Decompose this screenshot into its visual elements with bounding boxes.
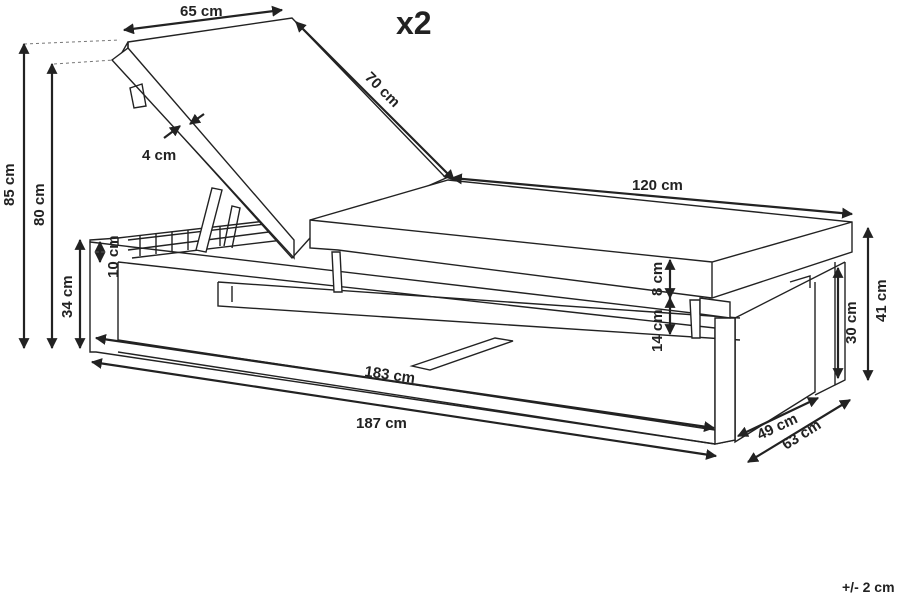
seat-cushion-right-clip — [789, 275, 811, 288]
frame-inner-side — [217, 281, 741, 341]
tolerance-note: +/- 2 cm — [842, 579, 895, 595]
label-seat-height: 30 cm — [843, 301, 860, 344]
backrest-support — [195, 187, 223, 253]
seat-cushion-edge — [309, 219, 853, 298]
label-inner-length: 183 cm — [363, 363, 416, 387]
seat-strap-left — [331, 251, 343, 293]
quantity-label: x2 — [396, 5, 432, 41]
label-seat-length: 120 cm — [632, 177, 683, 194]
label-slat-height: 10 cm — [105, 235, 122, 278]
label-backrest-width: 65 cm — [180, 3, 223, 20]
backrest-cushion-side — [110, 47, 295, 260]
seat-cushion-front-block — [699, 297, 731, 319]
label-backrest-height: 80 cm — [31, 183, 48, 226]
backrest-strap — [129, 83, 147, 109]
label-overall-length: 187 cm — [356, 415, 407, 432]
seat-strap-right — [689, 299, 701, 339]
dimension-lines — [18, 5, 874, 463]
label-frame-height: 34 cm — [59, 275, 76, 318]
sun-lounger-drawing — [89, 17, 853, 445]
label-overall-height-front: 41 cm — [873, 279, 890, 322]
label-cushion-8: 8 cm — [649, 262, 666, 296]
backrest-support-2 — [223, 205, 241, 249]
label-cushion-14: 14 cm — [649, 309, 666, 352]
frame-front-right-leg — [714, 317, 736, 445]
label-cushion-thickness-back: 4 cm — [142, 147, 176, 164]
label-total-height: 85 cm — [1, 163, 18, 206]
